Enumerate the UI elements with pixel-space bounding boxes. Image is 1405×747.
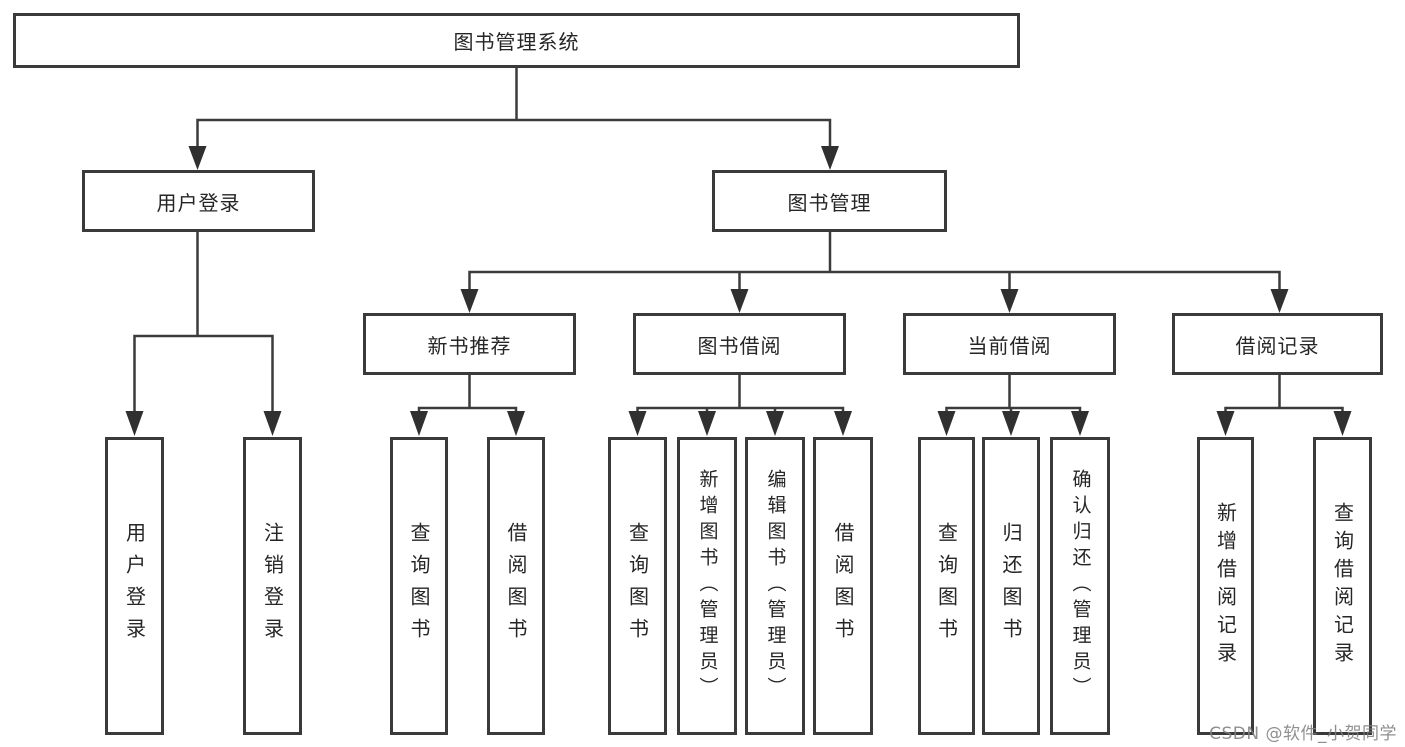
arrowheads <box>125 146 1352 436</box>
connector-mgmt-to-level3 <box>468 230 1281 294</box>
node-label: 新书推荐 <box>427 333 512 358</box>
arrowhead-icon <box>263 411 282 436</box>
leaf-query-books-borrowing: 查询图书 <box>608 437 667 735</box>
arrowhead-icon <box>937 411 956 436</box>
arrowhead-icon <box>1000 289 1019 313</box>
leaf-return-books: 归还图书 <box>982 437 1040 735</box>
arrowhead-icon <box>410 411 428 436</box>
node-book-management: 图书管理 <box>712 170 947 232</box>
arrowhead-icon <box>766 411 784 436</box>
leaf-borrow-books: 借阅图书 <box>813 437 873 735</box>
arrowhead-icon <box>628 411 647 436</box>
connector-root-to-level2 <box>196 66 832 152</box>
arrowhead-icon <box>1333 411 1352 436</box>
csdn-watermark: CSDN @软件_小贺同学 <box>1209 724 1397 744</box>
arrowhead-icon <box>507 411 525 436</box>
node-label: 查询图书 <box>625 522 650 650</box>
node-label: 新增图书（管理员） <box>696 469 719 703</box>
leaf-query-books-current: 查询图书 <box>918 437 975 735</box>
connector-rec-to-leaves <box>417 373 518 417</box>
arrowhead-icon <box>821 146 839 170</box>
connector-borrow-to-leaves <box>636 373 845 417</box>
node-label: 用户登录 <box>122 522 147 650</box>
arrowhead-icon <box>834 411 852 436</box>
node-label: 查询借阅记录 <box>1330 502 1355 670</box>
arrowhead-icon <box>1270 289 1289 313</box>
connector-current-to-leaves <box>945 373 1082 417</box>
arrowhead-icon <box>125 411 144 436</box>
arrowhead-icon <box>1216 411 1235 436</box>
leaf-query-books-recommendation: 查询图书 <box>390 437 448 735</box>
leaf-query-borrow-record: 查询借阅记录 <box>1313 437 1372 735</box>
node-label: 借阅图书 <box>504 522 528 650</box>
node-label: 确认归还（管理员） <box>1069 469 1092 703</box>
leaf-user-login: 用户登录 <box>105 437 164 735</box>
leaf-logout: 注销登录 <box>243 437 302 735</box>
arrowhead-icon <box>698 411 716 436</box>
node-label: 新增借阅记录 <box>1213 502 1238 670</box>
arrowhead-icon <box>188 146 207 170</box>
arrowhead-icon <box>730 289 749 313</box>
node-current-borrowing: 当前借阅 <box>903 313 1116 375</box>
node-book-borrowing: 图书借阅 <box>633 313 846 375</box>
leaf-edit-books-admin: 编辑图书（管理员） <box>745 437 805 735</box>
node-library-management-system: 图书管理系统 <box>13 13 1020 68</box>
leaf-confirm-return-admin: 确认归还（管理员） <box>1050 437 1110 735</box>
node-label: 借阅图书 <box>831 522 855 650</box>
node-label: 用户登录 <box>156 190 241 215</box>
node-user-login: 用户登录 <box>82 170 315 232</box>
leaf-add-books-admin: 新增图书（管理员） <box>677 437 737 735</box>
connector-login-to-leaves <box>133 230 274 416</box>
node-label: 图书管理系统 <box>453 30 580 54</box>
connector-records-to-leaves <box>1224 373 1344 417</box>
node-label: 图书管理 <box>787 190 872 215</box>
arrowhead-icon <box>460 289 479 313</box>
node-label: 归还图书 <box>999 522 1023 650</box>
node-label: 编辑图书（管理员） <box>764 469 787 703</box>
leaf-borrow-books-recommendation: 借阅图书 <box>487 437 545 735</box>
node-label: 图书借阅 <box>697 333 782 358</box>
node-label: 借阅记录 <box>1235 333 1320 358</box>
leaf-add-borrow-record: 新增借阅记录 <box>1197 437 1254 735</box>
node-borrowing-records: 借阅记录 <box>1172 313 1383 375</box>
node-label: 当前借阅 <box>967 333 1052 358</box>
node-label: 注销登录 <box>260 522 285 650</box>
arrowhead-icon <box>1002 411 1020 436</box>
node-label: 查询图书 <box>934 522 959 650</box>
node-label: 查询图书 <box>407 522 431 650</box>
node-new-book-recommendation: 新书推荐 <box>363 313 576 375</box>
arrowhead-icon <box>1071 411 1089 436</box>
